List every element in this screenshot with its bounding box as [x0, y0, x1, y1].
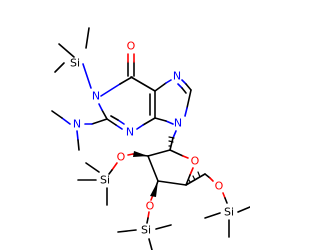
bond-nme2-me-a2 — [51, 110, 63, 119]
atom-o2: O — [117, 151, 126, 164]
bond-o3p-si — [147, 211, 150, 219]
bond-o3p-si-b — [146, 217, 149, 224]
bond-c6-c5 — [130, 76, 156, 92]
chemical-structure: Si N O N N N N O O Si O Si O Si — [51, 27, 250, 250]
bond-si3-me-b — [148, 238, 153, 250]
atom-o3: O — [146, 200, 155, 213]
bond-n1-c6-b — [119, 76, 133, 85]
bond-o4p-c4p — [189, 167, 194, 176]
bond-c2-n1-b — [98, 103, 103, 111]
bond-o2p-si — [111, 162, 118, 171]
atom-si-n1: Si — [70, 57, 80, 70]
hash-c4p-c5p-2 — [192, 175, 196, 181]
bond-si2-me-c — [85, 162, 100, 173]
atom-n9: N — [174, 117, 182, 130]
atom-nme2: N — [73, 118, 81, 131]
bond-n7-c8-inner-b — [181, 87, 187, 94]
bonds — [51, 27, 250, 250]
bond-c4-n3-b — [136, 124, 144, 130]
hash-c4p-c5p-3 — [197, 171, 201, 178]
atom-si2: Si — [100, 174, 110, 187]
bond-n1-c6 — [100, 83, 121, 97]
bond-c5-n7 — [154, 82, 167, 92]
hash-c4p-c5p-1 — [188, 179, 191, 183]
bond-n9-c4-b — [154, 117, 167, 122]
atom-o5: O — [215, 180, 224, 193]
bond-n9-c4 — [165, 120, 174, 125]
bond-si3-me-c — [155, 224, 172, 230]
bond-c2p-o2p-b — [127, 153, 134, 156]
bond-n9-c1p — [172, 130, 177, 139]
atom-n7: N — [173, 70, 181, 83]
bond-nme2-me-b — [76, 130, 79, 141]
atom-n1: N — [92, 90, 100, 103]
bond-si-n1-me-a — [58, 43, 75, 58]
bond-n3-c2 — [115, 124, 123, 130]
wedge-c2p-o2p — [133, 151, 148, 157]
bond-si3-me-a — [117, 229, 137, 233]
bond-c5-n7-b — [165, 79, 172, 84]
bond-c8-n9 — [186, 89, 192, 109]
bond-si-n1 — [82, 63, 92, 89]
bond-o4p-c4p-b — [185, 174, 191, 186]
bond-c3p-c2p — [147, 155, 159, 182]
bond-c2-n1 — [101, 109, 108, 120]
wedge-c3p-o3p — [150, 181, 158, 197]
bond-si5-me-a — [204, 212, 221, 219]
bond-nme2-me-b2 — [77, 139, 80, 151]
bond-c8-n9-b — [184, 107, 188, 117]
bond-c2p-c1p — [147, 149, 171, 157]
bond-si-n1-me-c — [54, 62, 65, 73]
atom-si5: Si — [224, 206, 234, 219]
bond-o2p-si-b — [108, 169, 113, 175]
bond-n3-c2-inner — [117, 119, 125, 125]
bond-n3-c2-b — [106, 118, 117, 126]
bond-c1p-o4p-b — [182, 155, 189, 159]
bond-c1p-o4p — [169, 149, 184, 157]
atom-si3: Si — [141, 224, 151, 237]
bond-n7-c8-b — [185, 83, 192, 91]
bond-c4-n3 — [142, 117, 156, 126]
stereo-bonds — [133, 136, 201, 197]
structure-svg: Si N O N N N N O O Si O Si O Si — [51, 27, 250, 250]
atom-o6: O — [127, 40, 136, 53]
hash-c1p-n9-2 — [168, 140, 174, 143]
bond-si5-me-c — [237, 206, 250, 213]
bond-o5p-si-b — [224, 197, 228, 204]
bond-c5p-o5p-b — [209, 177, 214, 182]
bond-n7-c8-inner — [177, 83, 183, 89]
bond-c4p-c3p — [157, 180, 187, 186]
bond-c4p-c5p — [185, 173, 206, 186]
hash-c1p-n9-3 — [168, 136, 175, 139]
bond-si-n1-me-b — [85, 27, 90, 49]
atom-o-ring: O — [191, 155, 200, 168]
bond-n7-c8 — [181, 79, 187, 85]
bond-c5p-o5p — [204, 173, 211, 179]
bond-n3-c2-inner-b — [110, 115, 119, 121]
atom-n3: N — [126, 126, 134, 139]
atom-labels: Si N O N N N N O O Si O Si O Si — [70, 40, 234, 237]
bond-c2-nme2 — [91, 118, 108, 125]
bond-n9-c1p-b — [169, 137, 174, 151]
bond-nme2-me-a — [61, 117, 71, 125]
bond-o5p-si — [222, 192, 226, 199]
